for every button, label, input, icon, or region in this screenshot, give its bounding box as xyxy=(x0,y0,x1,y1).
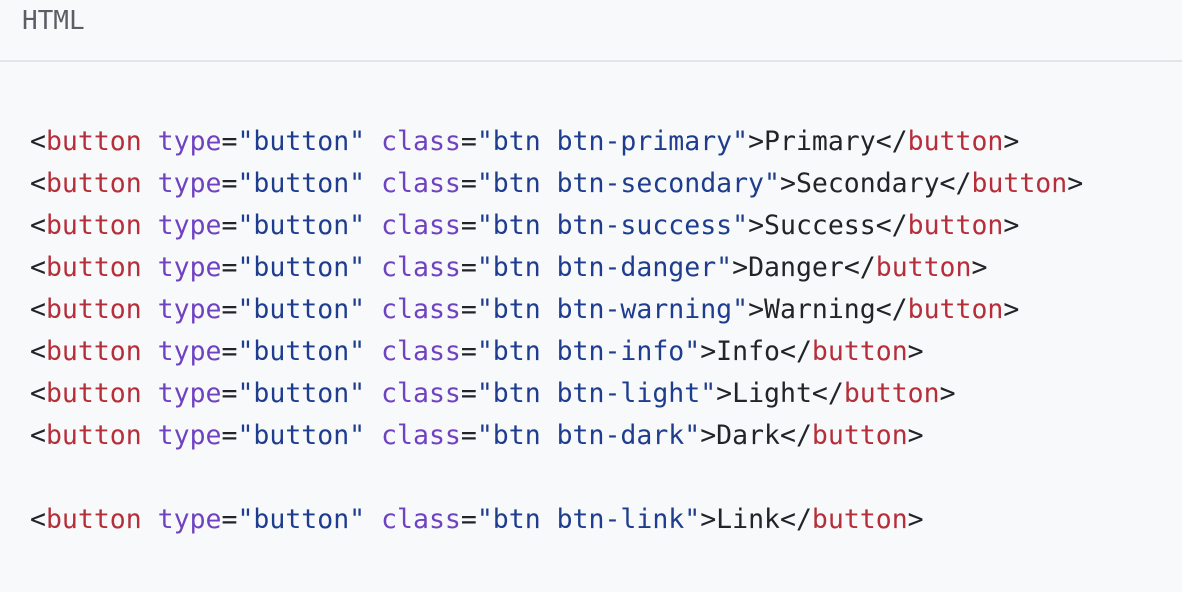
button-text: Info xyxy=(716,336,780,367)
attr-value: "button" xyxy=(237,378,366,409)
attr-value: "btn btn-success" xyxy=(476,210,749,241)
attr-value: "button" xyxy=(237,252,366,283)
tag-name: button xyxy=(907,294,1004,325)
code-header: HTML xyxy=(0,0,1182,62)
tag-name: button xyxy=(45,336,142,367)
code-line: <button type="button" class="btn btn-lin… xyxy=(30,504,924,535)
tag-name: button xyxy=(843,378,940,409)
attr-name: class xyxy=(381,126,461,157)
blank-line xyxy=(30,457,1083,499)
attr-value: "btn btn-warning" xyxy=(476,294,749,325)
attr-name: type xyxy=(157,294,222,325)
attr-value: "btn btn-info" xyxy=(476,336,701,367)
tag-name: button xyxy=(907,210,1004,241)
attr-name: class xyxy=(381,504,461,535)
code-line: <button type="button" class="btn btn-sec… xyxy=(30,168,1084,199)
button-text: Success xyxy=(764,210,876,241)
code-line: <button type="button" class="btn btn-inf… xyxy=(30,336,924,367)
code-line: <button type="button" class="btn btn-lig… xyxy=(30,378,956,409)
attr-value: "btn btn-danger" xyxy=(476,252,733,283)
code-line: <button type="button" class="btn btn-suc… xyxy=(30,210,1020,241)
tag-name: button xyxy=(45,252,142,283)
button-text: Dark xyxy=(716,420,780,451)
tag-name: button xyxy=(45,168,142,199)
attr-value: "btn btn-light" xyxy=(476,378,717,409)
attr-name: class xyxy=(381,210,461,241)
attr-value: "btn btn-link" xyxy=(476,504,701,535)
tag-name: button xyxy=(45,294,142,325)
attr-value: "btn btn-dark" xyxy=(476,420,701,451)
attr-name: type xyxy=(157,378,222,409)
tag-name: button xyxy=(45,126,142,157)
attr-name: type xyxy=(157,126,222,157)
tag-name: button xyxy=(45,378,142,409)
attr-value: "button" xyxy=(237,168,366,199)
attr-name: class xyxy=(381,378,461,409)
attr-value: "button" xyxy=(237,504,366,535)
tag-name: button xyxy=(45,504,142,535)
attr-value: "button" xyxy=(237,126,366,157)
button-text: Primary xyxy=(764,126,876,157)
attr-name: class xyxy=(381,336,461,367)
tag-name: button xyxy=(875,252,972,283)
attr-name: type xyxy=(157,504,222,535)
attr-value: "btn btn-primary" xyxy=(476,126,749,157)
tag-name: button xyxy=(45,420,142,451)
button-text: Link xyxy=(716,504,780,535)
tag-name: button xyxy=(811,420,908,451)
attr-name: class xyxy=(381,252,461,283)
code-line: <button type="button" class="btn btn-dan… xyxy=(30,252,988,283)
attr-name: class xyxy=(381,294,461,325)
attr-name: type xyxy=(157,420,222,451)
code-block[interactable]: <button type="button" class="btn btn-pri… xyxy=(30,121,1083,541)
attr-value: "button" xyxy=(237,336,366,367)
button-text: Danger xyxy=(748,252,844,283)
tag-name: button xyxy=(811,504,908,535)
attr-name: type xyxy=(157,210,222,241)
tag-name: button xyxy=(907,126,1004,157)
code-line: <button type="button" class="btn btn-dar… xyxy=(30,420,924,451)
attr-value: "button" xyxy=(237,294,366,325)
attr-value: "button" xyxy=(237,210,366,241)
attr-name: type xyxy=(157,252,222,283)
attr-name: type xyxy=(157,168,222,199)
attr-name: type xyxy=(157,336,222,367)
attr-name: class xyxy=(381,168,461,199)
language-label: HTML xyxy=(22,6,85,36)
attr-name: class xyxy=(381,420,461,451)
tag-name: button xyxy=(45,210,142,241)
button-text: Warning xyxy=(764,294,876,325)
code-line: <button type="button" class="btn btn-war… xyxy=(30,294,1020,325)
code-line: <button type="button" class="btn btn-pri… xyxy=(30,126,1020,157)
attr-value: "btn btn-secondary" xyxy=(476,168,780,199)
tag-name: button xyxy=(811,336,908,367)
attr-value: "button" xyxy=(237,420,366,451)
tag-name: button xyxy=(971,168,1068,199)
button-text: Light xyxy=(732,378,812,409)
button-text: Secondary xyxy=(795,168,940,199)
